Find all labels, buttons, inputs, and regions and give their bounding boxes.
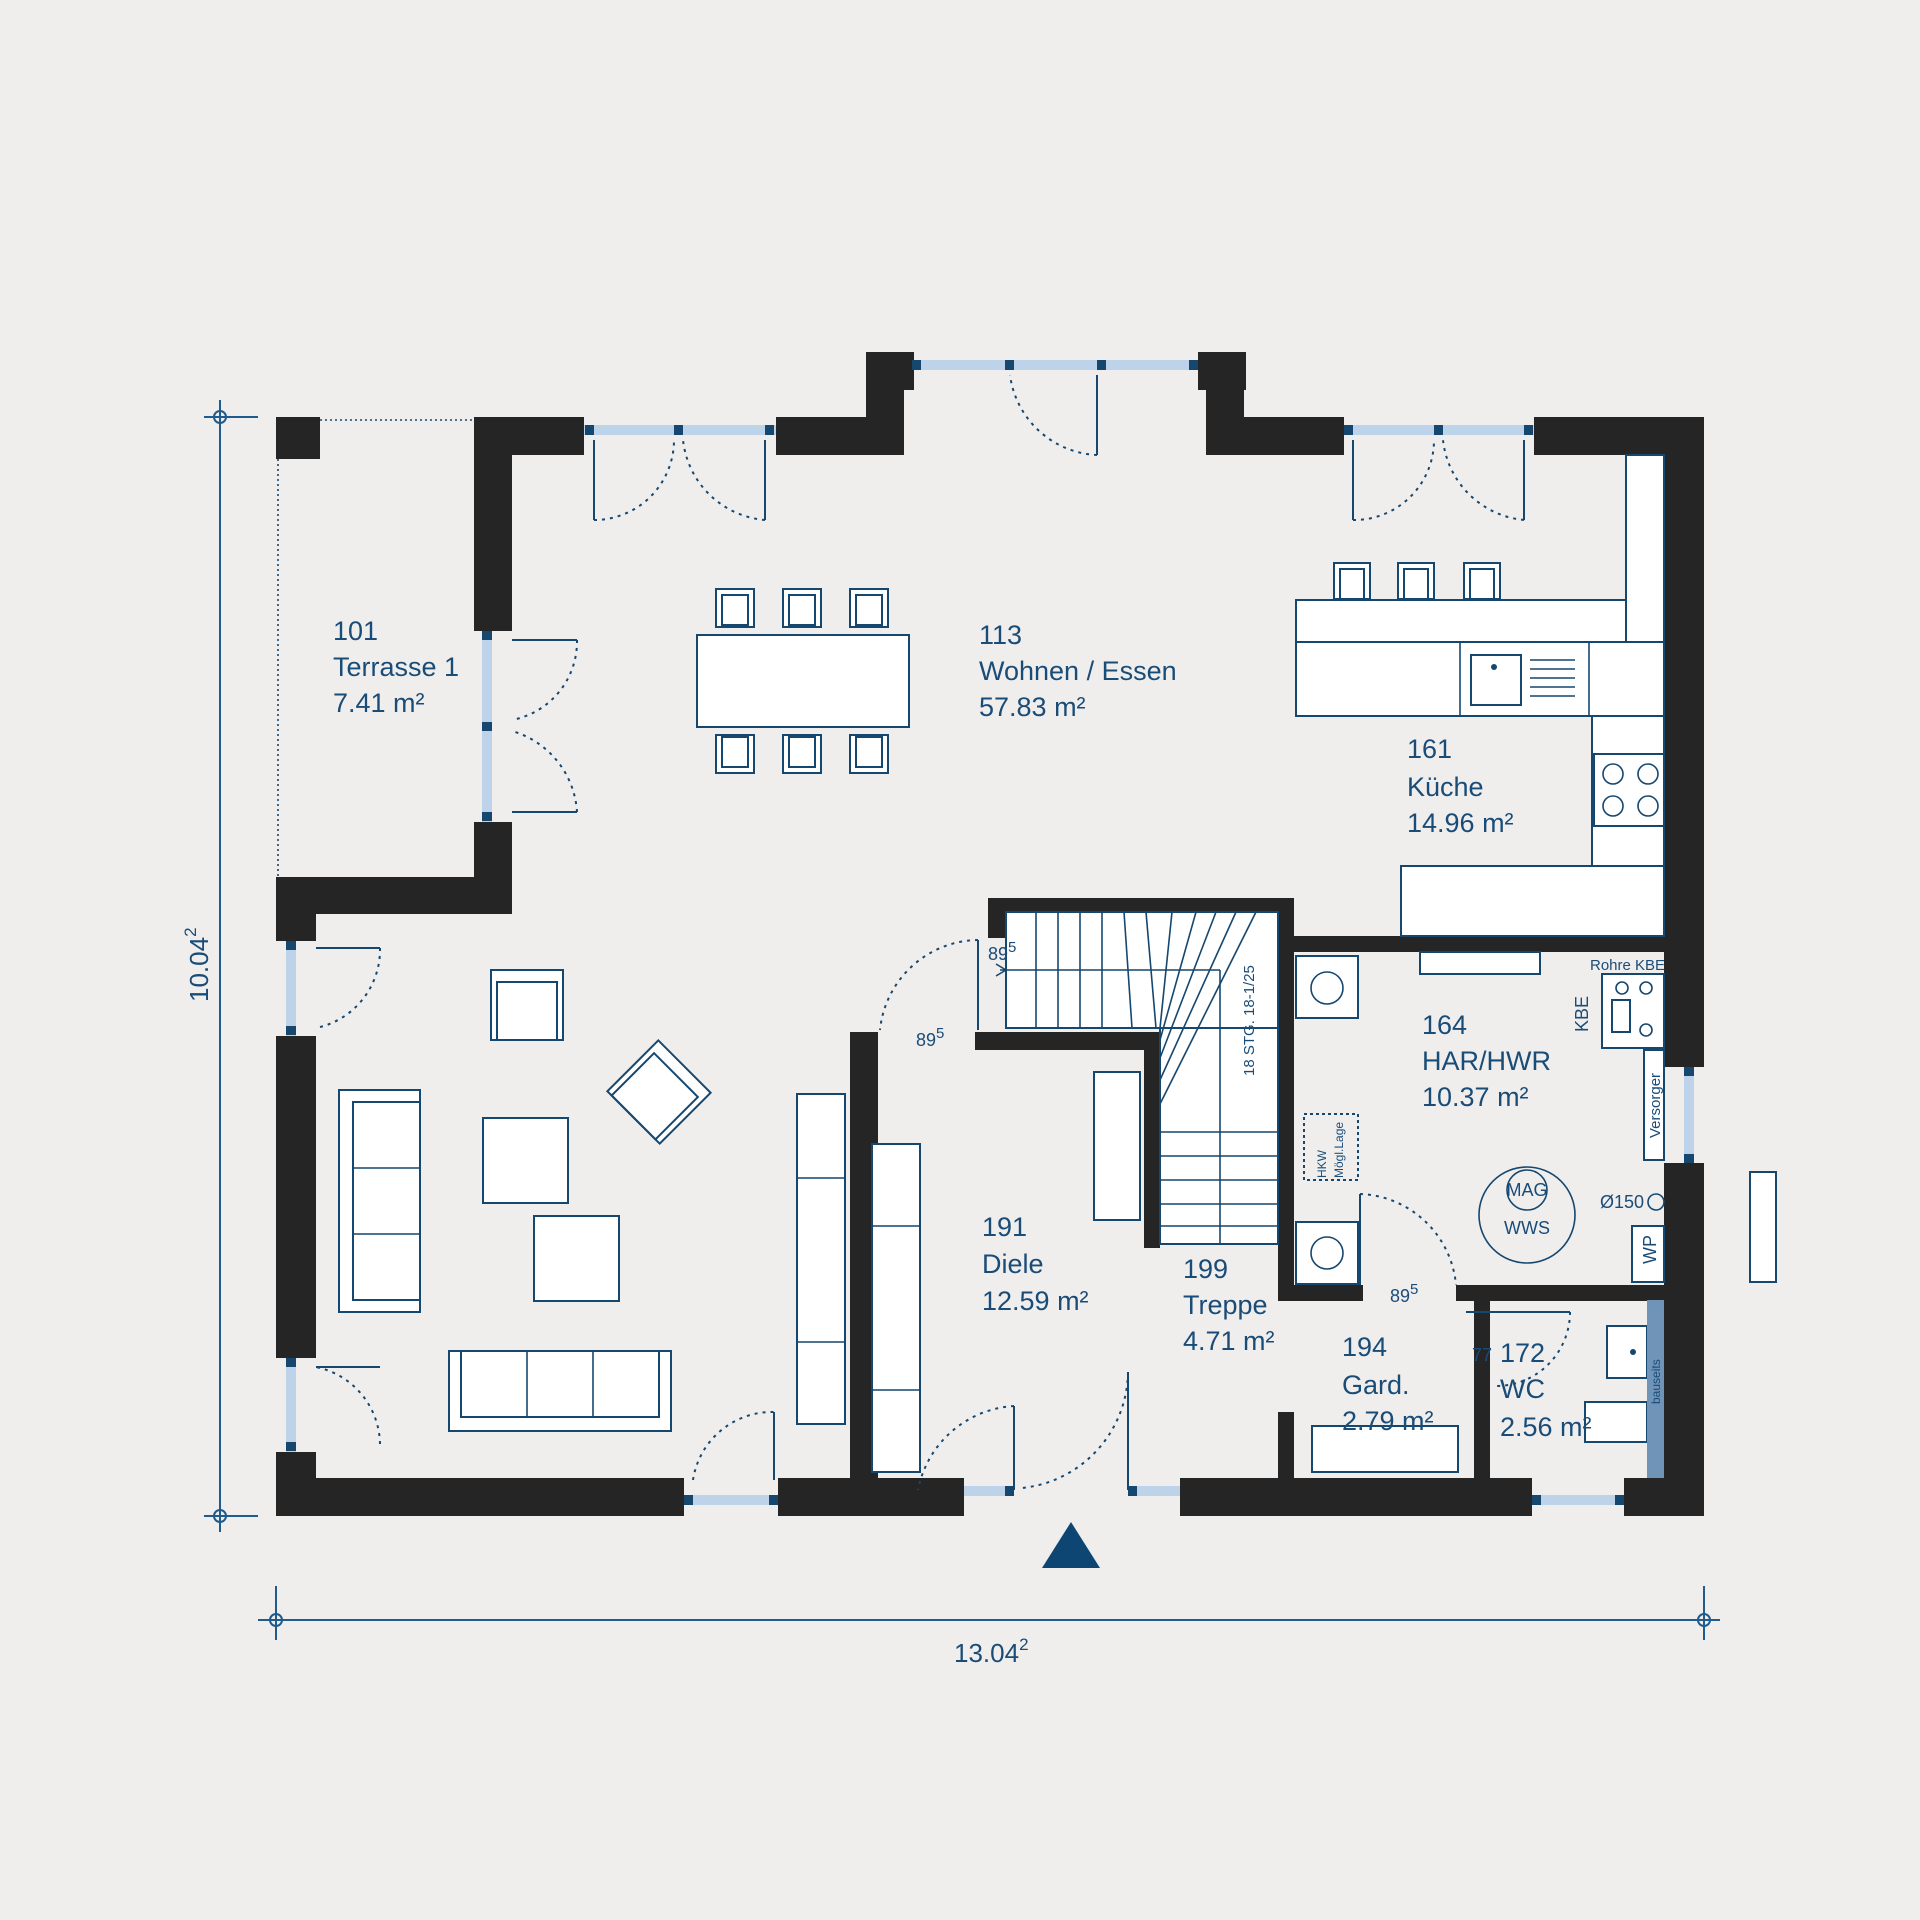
svg-text:199: 199 [1183,1254,1228,1284]
walls [276,352,1704,1516]
door-dim-diele: 895 [916,1025,944,1050]
entrance-arrow-icon [1042,1522,1100,1568]
svg-text:Wohnen / Essen: Wohnen / Essen [979,656,1177,686]
external-unit [1749,1171,1777,1283]
svg-text:Treppe: Treppe [1183,1290,1268,1320]
diele-furniture [796,1071,1141,1473]
dining-table [696,634,910,728]
svg-text:4.71 m²: 4.71 m² [1183,1326,1275,1356]
room-wohnen: 113 Wohnen / Essen 57.83 m² [979,620,1177,722]
room-diele: 191 Diele 12.59 m² [982,1212,1089,1316]
svg-text:12.59 m²: 12.59 m² [982,1286,1089,1316]
armchair [490,969,564,1041]
svg-text:10.37 m²: 10.37 m² [1422,1082,1529,1112]
wardrobe-2 [871,1143,921,1473]
coffee-table [533,1215,620,1302]
svg-text:194: 194 [1342,1332,1387,1362]
wp-box [1631,1225,1665,1283]
svg-text:113: 113 [979,620,1022,650]
wws-label: WWS [1504,1218,1550,1238]
dining-set [696,588,910,774]
door-dim-har: 895 [1390,1281,1418,1306]
terrace-outline [277,419,474,877]
washer-icon [1295,955,1359,1019]
svg-text:WC: WC [1500,1374,1545,1404]
door-dim-stair: 895 [988,939,1016,964]
wp-label: WP [1640,1235,1660,1264]
svg-text:2.56 m²: 2.56 m² [1500,1412,1592,1442]
wc-basin-icon [1606,1325,1648,1379]
svg-text:164: 164 [1422,1010,1467,1040]
staircase: 18 STG. 18-1/25 [995,911,1279,1245]
stair-label: 18 STG. 18-1/25 [1241,965,1258,1076]
hkw-label: HKW [1315,1149,1329,1178]
height-dimension: 10.042 [181,927,214,1002]
kbe-label: KBE [1572,996,1592,1032]
svg-text:Terrasse 1: Terrasse 1 [333,652,459,682]
width-dimension: 13.042 [954,1635,1029,1668]
bench [1093,1071,1141,1221]
diameter-label: Ø150 [1600,1192,1644,1212]
kitchen-lower-counter [1400,865,1665,937]
moegl-lage-label: Mögl.Lage [1332,1122,1346,1178]
svg-text:Diele: Diele [982,1249,1044,1279]
room-kueche: 161 Küche 14.96 m² [1407,734,1514,838]
hkw-area [1303,1113,1359,1181]
room-labels: 101 Terrasse 1 7.41 m² 113 Wohnen / Esse… [333,616,1592,1442]
windows [286,360,1694,1505]
har-fixtures: HKW Mögl.Lage MAG WWS Ø150 WP Versorger … [1295,951,1777,1285]
svg-text:HAR/HWR: HAR/HWR [1422,1046,1551,1076]
svg-text:57.83 m²: 57.83 m² [979,692,1086,722]
room-treppe: 199 Treppe 4.71 m² [1183,1254,1275,1356]
sofa-bottom [448,1350,672,1432]
svg-text:161: 161 [1407,734,1452,764]
side-table [482,1117,569,1204]
svg-text:Küche: Küche [1407,772,1484,802]
door-dimensions: 895 895 895 77 [916,939,1492,1365]
rohre-kbe-label: Rohre KBE [1590,957,1665,974]
svg-text:172: 172 [1500,1338,1545,1368]
svg-text:2.79 m²: 2.79 m² [1342,1406,1434,1436]
sofa-left [338,1089,421,1313]
door-dim-wc: 77 [1472,1345,1492,1365]
kitchen [1295,454,1665,937]
versorger-box [1643,1049,1665,1161]
svg-text:101: 101 [333,616,378,646]
versorger-label: Versorger [1647,1073,1664,1138]
wc-fixtures: bauseits [1584,1300,1664,1478]
dimension-lines: 10.042 13.042 [181,400,1720,1668]
mag-wws-tank [1478,1166,1576,1264]
doors [315,374,1571,1491]
living-set [338,969,713,1432]
bauseits-label: bauseits [1649,1359,1663,1404]
cooktop-icon [1593,753,1665,827]
mag-label: MAG [1506,1180,1547,1200]
svg-text:14.96 m²: 14.96 m² [1407,808,1514,838]
wardrobe [796,1093,846,1425]
svg-text:7.41 m²: 7.41 m² [333,688,425,718]
svg-text:Gard.: Gard. [1342,1370,1410,1400]
toilet-icon [1584,1401,1648,1443]
bauseits-panel [1647,1300,1664,1478]
dryer-icon [1295,1221,1359,1285]
gard-bench [1311,1425,1459,1473]
room-terrasse: 101 Terrasse 1 7.41 m² [333,616,459,718]
sink-icon [1470,654,1522,706]
room-gard: 194 Gard. 2.79 m² [1342,1332,1434,1436]
kitchen-bar [1295,599,1627,643]
room-wc: 172 WC 2.56 m² [1500,1338,1592,1442]
svg-text:191: 191 [982,1212,1027,1242]
room-har: 164 HAR/HWR 10.37 m² [1422,1010,1551,1112]
